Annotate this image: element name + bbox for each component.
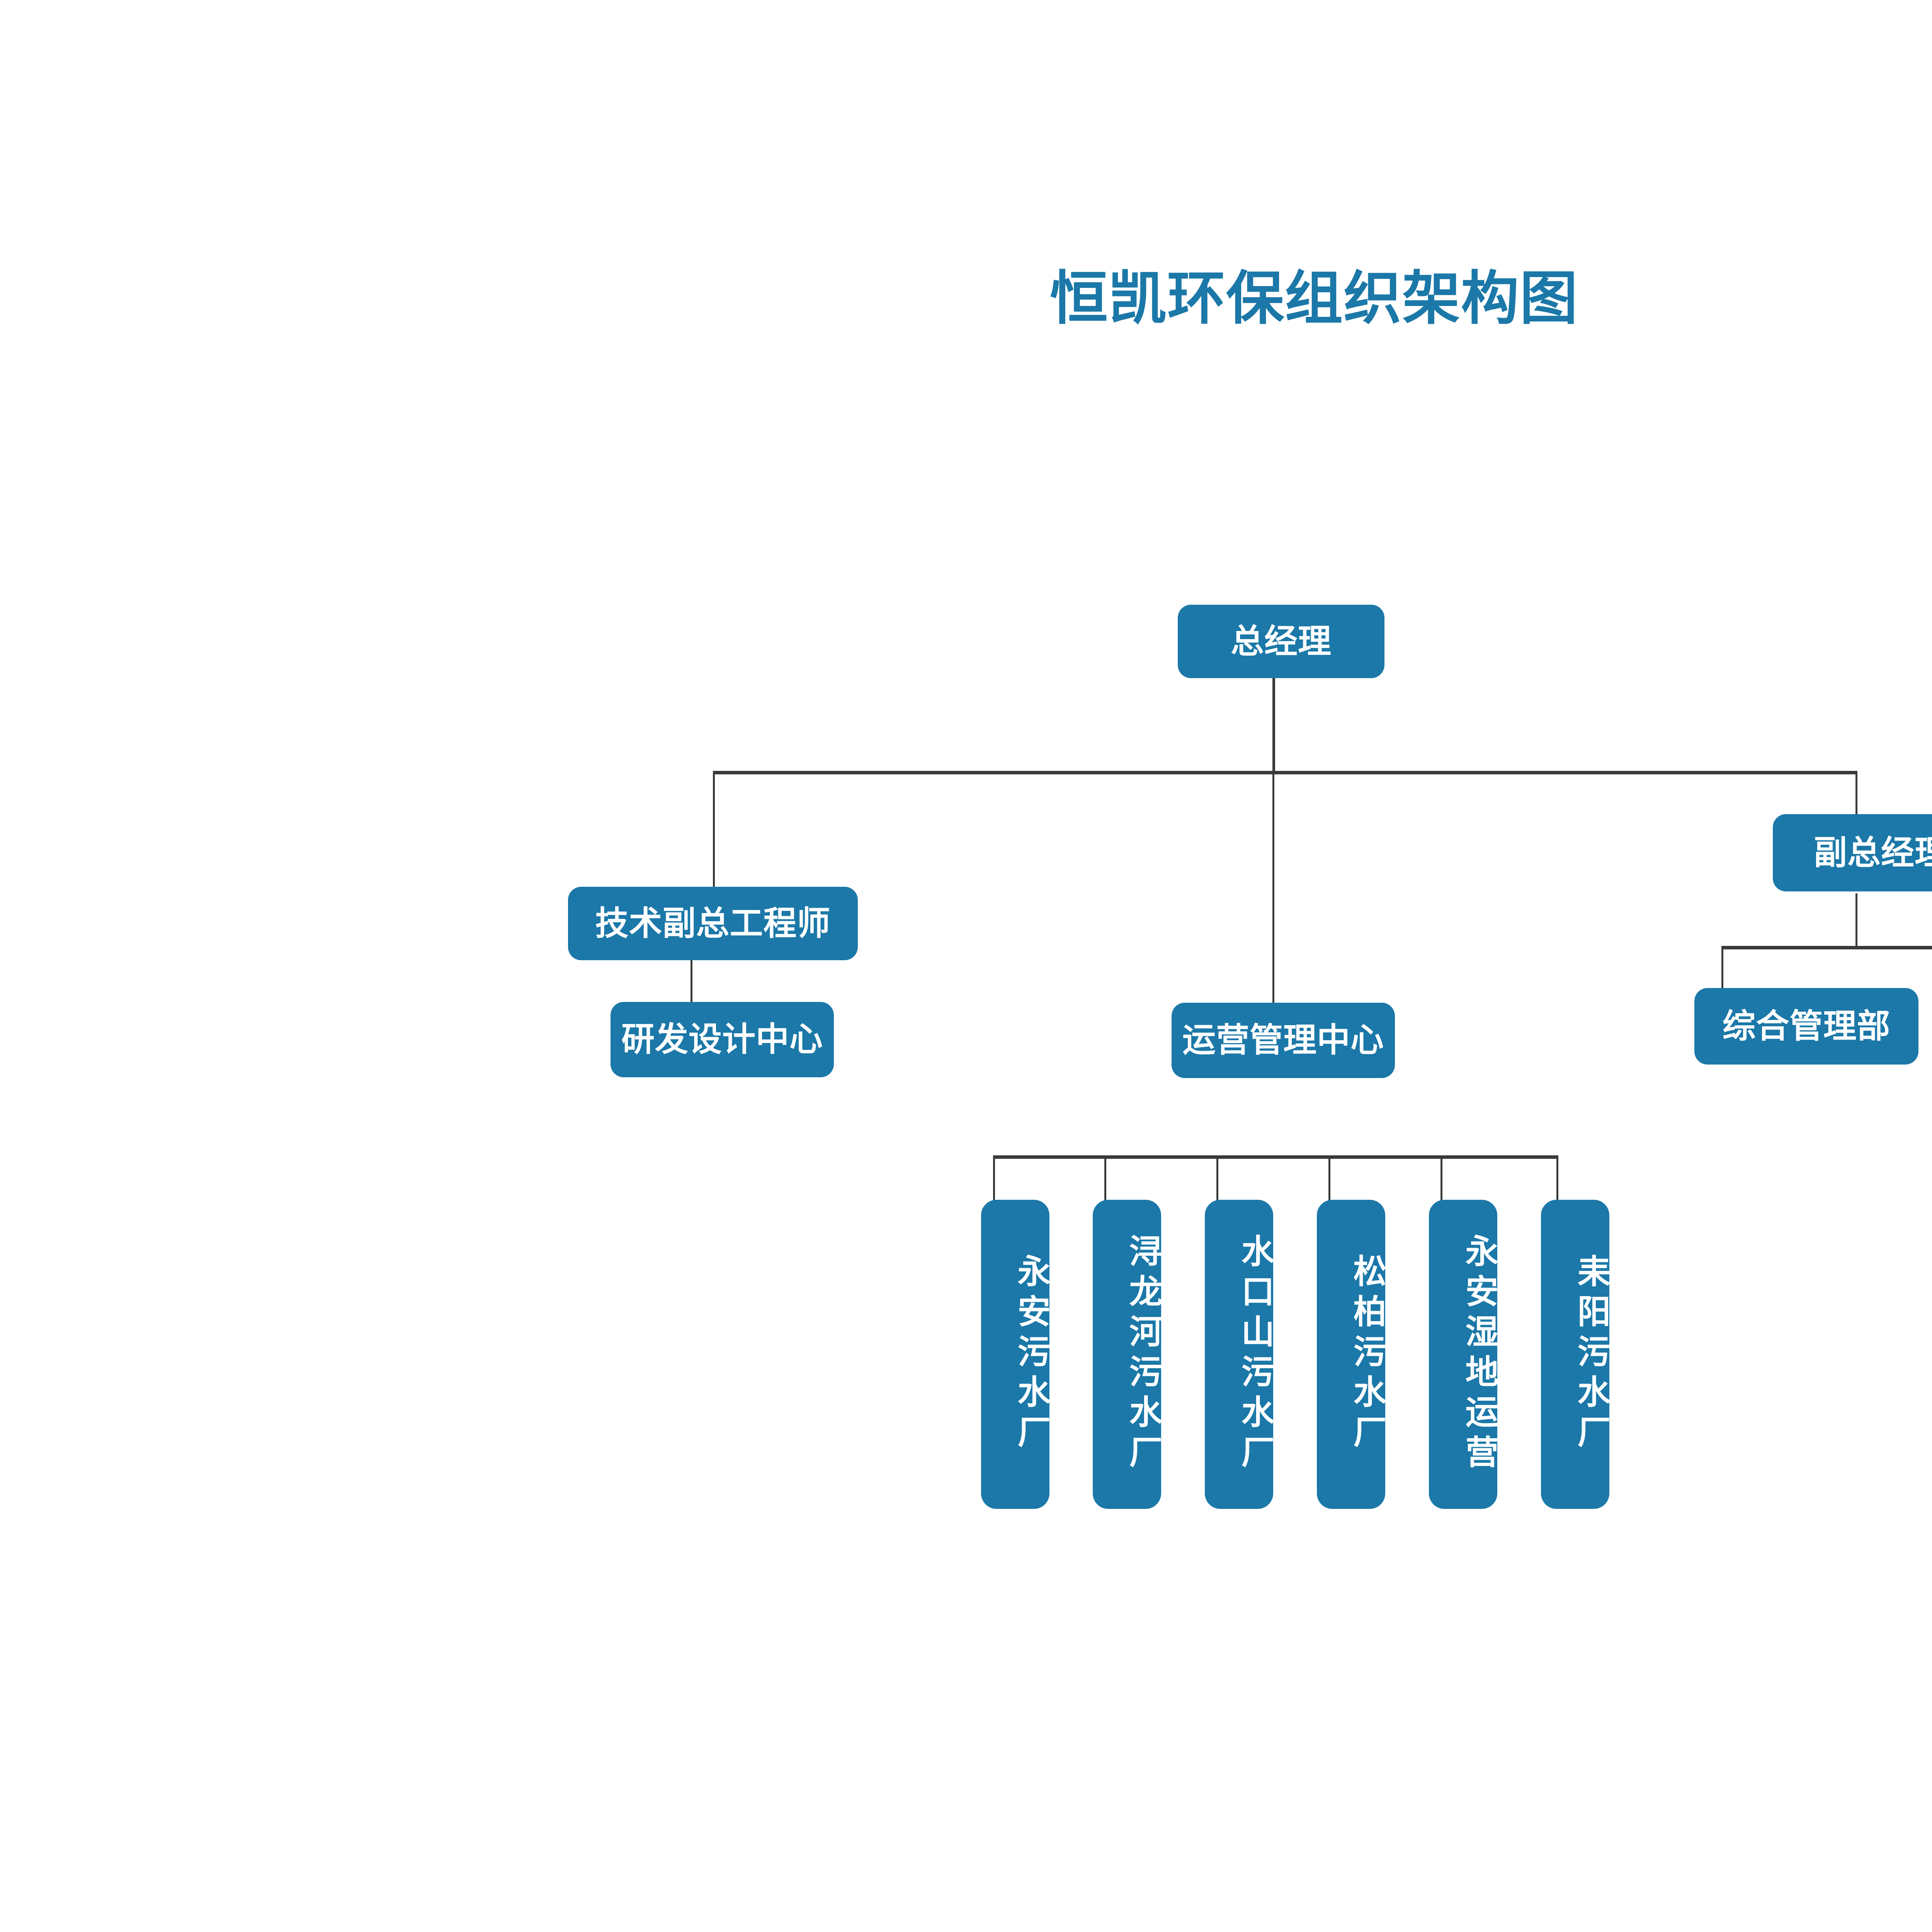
connector-root-bar (713, 771, 1857, 774)
node-plant-1-label: 永安污水厂 (1012, 1254, 1049, 1455)
connector-ops-center-bar (993, 1155, 1558, 1159)
node-deputy-general-manager[interactable]: 副总经理 (1773, 814, 1932, 891)
page-title: 恒凯环保组织架构图 (1049, 266, 1578, 331)
node-plant-6[interactable]: 耒阳污水厂 (1541, 1200, 1609, 1509)
node-general-manager-label: 总经理 (1231, 622, 1332, 660)
connector-drop-plant-2 (1104, 1155, 1106, 1202)
connector-deputy-gm-bar (1721, 946, 1932, 949)
connector-drop-tech-vp (713, 771, 715, 888)
connector-drop-deputy-gm (1855, 771, 1857, 814)
connector-drop-plant-5 (1440, 1155, 1442, 1202)
node-operations-management-center[interactable]: 运营管理中心 (1172, 1003, 1395, 1078)
connector-drop-plant-4 (1328, 1155, 1330, 1202)
connector-drop-plant-6 (1556, 1155, 1558, 1202)
connector-drop-plant-3 (1216, 1155, 1218, 1202)
node-plant-3-label: 水口山污水厂 (1236, 1234, 1273, 1475)
connector-deputy-gm-stem (1855, 893, 1857, 947)
node-plant-4[interactable]: 松柏污水厂 (1317, 1200, 1385, 1509)
connector-root-stem (1272, 677, 1275, 773)
node-plant-1[interactable]: 永安污水厂 (981, 1200, 1049, 1509)
node-general-manager[interactable]: 总经理 (1178, 605, 1384, 678)
node-plant-2-label: 浔龙河污水厂 (1124, 1234, 1161, 1475)
node-general-admin-department[interactable]: 综合管理部 (1694, 988, 1918, 1065)
node-rnd-design-center-label: 研发设计中心 (621, 1021, 823, 1058)
connector-drop-ops-center (1272, 771, 1274, 1007)
node-operations-management-center-label: 运营管理中心 (1182, 1022, 1384, 1059)
node-deputy-general-manager-label: 副总经理 (1814, 834, 1932, 871)
node-plant-6-label: 耒阳污水厂 (1572, 1254, 1609, 1455)
connector-tech-vp-to-rnd (690, 951, 692, 1005)
node-rnd-design-center[interactable]: 研发设计中心 (611, 1002, 834, 1077)
node-technical-deputy-chief-engineer[interactable]: 技术副总工程师 (568, 887, 858, 960)
node-general-admin-department-label: 综合管理部 (1722, 1007, 1891, 1045)
node-plant-5-label: 永安湿地运营 (1460, 1234, 1497, 1475)
node-plant-2[interactable]: 浔龙河污水厂 (1093, 1200, 1161, 1509)
connector-drop-admin-dept (1721, 946, 1723, 989)
node-plant-3[interactable]: 水口山污水厂 (1205, 1200, 1273, 1509)
node-plant-5[interactable]: 永安湿地运营 (1429, 1200, 1497, 1509)
connector-drop-plant-1 (993, 1155, 995, 1202)
node-plant-4-label: 松柏污水厂 (1348, 1254, 1385, 1455)
node-technical-deputy-chief-engineer-label: 技术副总工程师 (595, 905, 831, 942)
